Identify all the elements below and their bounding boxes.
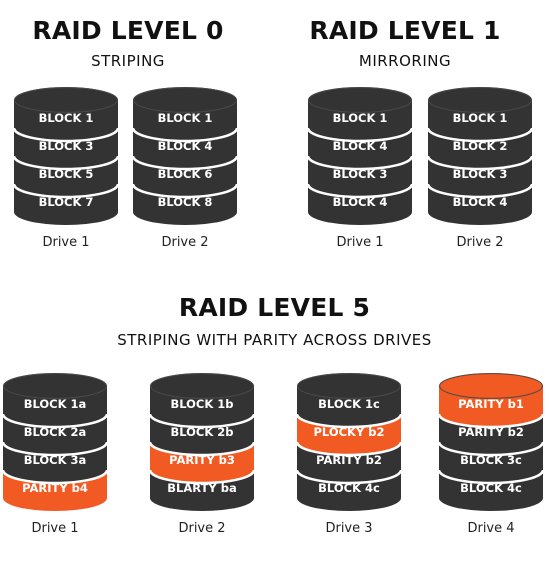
raid5-drive-2-block-1: BLOCK 1b	[148, 373, 256, 429]
raid1-drive-2-label: Drive 2	[456, 235, 504, 250]
raid5-drive-3-block-3-label: PARITY b2	[316, 453, 382, 467]
raid5-drive-2-block-1-label: BLOCK 1b	[170, 397, 233, 411]
raid0-drive-1: BLOCK 7 BLOCK 5 BLOCK 3 BLOCK 1 Drive 1	[12, 86, 120, 253]
raid0-drive-1-block-4-label: BLOCK 7	[39, 195, 94, 209]
raid1-drive-1-block-2-label: BLOCK 4	[333, 139, 388, 153]
raid0-drive-1-label: Drive 1	[42, 235, 90, 250]
raid5-drive-4-label: Drive 4	[467, 521, 515, 536]
raid1-drive-1-label: Drive 1	[336, 235, 384, 250]
raid0-drive-1-block-1-label: BLOCK 1	[39, 111, 94, 125]
raid0-drive-1-block-3-label: BLOCK 5	[39, 167, 94, 181]
raid0-drive-2-label: Drive 2	[161, 235, 209, 250]
raid5-drive-2-label: Drive 2	[178, 521, 226, 536]
raid5-drive-3-label: Drive 3	[325, 521, 373, 536]
raid5-drive-1-block-1-label: BLOCK 1a	[24, 397, 87, 411]
raid5-drive-1-block-2-label: BLOCK 2a	[24, 425, 87, 439]
raid1-drive-2-block-2-label: BLOCK 2	[453, 139, 508, 153]
raid1-drive-1-block-1: BLOCK 1	[306, 87, 414, 143]
raid1-drive-2-block-1: BLOCK 1	[426, 87, 534, 143]
raid0-drive-2-block-1-label: BLOCK 1	[158, 111, 213, 125]
raid5-drive-3-block-1-label: BLOCK 1c	[318, 397, 380, 411]
raid5-title: RAID LEVEL 5	[178, 293, 371, 322]
raid5-drive-2-block-2-label: BLOCK 2b	[170, 425, 233, 439]
raid5-drive-1-block-4-label: PARITY b4	[22, 481, 88, 495]
raid1-subtitle: MIRRORING	[358, 52, 452, 70]
raid1-drive-2-block-4-label: BLOCK 4	[453, 195, 508, 209]
raid1-drive-1-block-1-label: BLOCK 1	[333, 111, 388, 125]
raid0-drive-2-block-1: BLOCK 1	[131, 87, 239, 143]
raid1-drive-2: BLOCK 4 BLOCK 3 BLOCK 2 BLOCK 1 Drive 2	[426, 86, 534, 253]
raid0-title: RAID LEVEL 0	[32, 16, 224, 45]
raid5-drive-4-block-3-label: BLOCK 3c	[460, 453, 522, 467]
raid0-subtitle: STRIPING	[91, 52, 165, 70]
raid5-drive-3-block-2-label: PLOCKY b2	[313, 425, 384, 439]
raid5-drive-4-block-4-label: BLOCK 4c	[460, 481, 522, 495]
raid1-title: RAID LEVEL 1	[309, 16, 501, 45]
raid5-drive-1-label: Drive 1	[31, 521, 79, 536]
raid0-drive-2-block-2-label: BLOCK 4	[158, 139, 213, 153]
raid0-drive-2-block-3-label: BLOCK 6	[158, 167, 213, 181]
raid1-drive-2-block-3-label: BLOCK 3	[453, 167, 508, 181]
raid0-drive-2: BLOCK 8 BLOCK 6 BLOCK 4 BLOCK 1 Drive 2	[131, 86, 239, 253]
raid5-drive-3: BLOCK 4c PARITY b2 PLOCKY b2 BLOCK 1c Drive …	[295, 372, 403, 539]
raid5-drive-1-block-1: BLOCK 1a	[1, 373, 109, 429]
raid5-drive-3-block-1: BLOCK 1c	[295, 373, 403, 429]
raid0-drive-1-block-1: BLOCK 1	[12, 87, 120, 143]
raid0-drive-2-block-4-label: BLOCK 8	[158, 195, 213, 209]
raid5-drive-4-block-1: PARITY b1	[437, 373, 545, 429]
raid1-drive-1-block-4-label: BLOCK 4	[333, 195, 388, 209]
raid5-drive-4: BLOCK 4c BLOCK 3c PARITY b2 PARITY b1 Drive …	[437, 372, 545, 539]
raid1-drive-1: BLOCK 4 BLOCK 3 BLOCK 4 BLOCK 1 Drive 1	[306, 86, 414, 253]
raid5-drive-2-block-4-label: BLARTY ba	[167, 481, 237, 495]
raid5-drive-2-block-3-label: PARITY b3	[169, 453, 235, 467]
raid5-subtitle: STRIPING WITH PARITY ACROSS DRIVES	[117, 331, 432, 349]
raid0-drive-1-block-2-label: BLOCK 3	[39, 139, 94, 153]
raid1-drive-2-block-1-label: BLOCK 1	[453, 111, 508, 125]
raid5-drive-1-block-3-label: BLOCK 3a	[24, 453, 87, 467]
raid5-drive-1: PARITY b4 BLOCK 3a BLOCK 2a BLOCK 1a Drive 1	[1, 372, 109, 539]
raid1-drive-1-block-3-label: BLOCK 3	[333, 167, 388, 181]
raid5-drive-4-block-1-label: PARITY b1	[458, 397, 524, 411]
raid5-drive-2: BLARTY ba PARITY b3 BLOCK 2b BLOCK 1b Drive …	[148, 372, 256, 539]
raid5-drive-3-block-4-label: BLOCK 4c	[318, 481, 380, 495]
raid5-drive-4-block-2-label: PARITY b2	[458, 425, 524, 439]
